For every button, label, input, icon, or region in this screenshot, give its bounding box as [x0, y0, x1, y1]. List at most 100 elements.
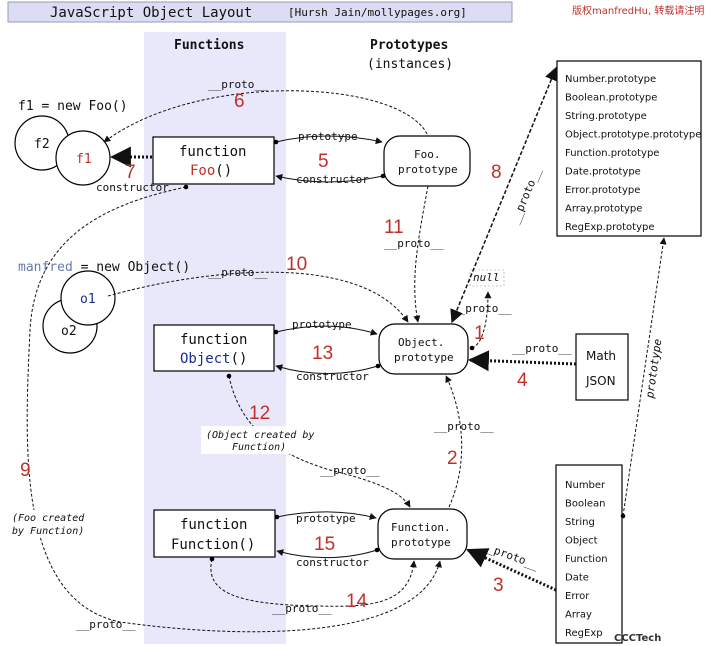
function-object-line1: function — [180, 332, 247, 348]
builtin-constructor-item: Boolean — [565, 499, 606, 510]
builtin-prototype-item: Function.prototype — [565, 148, 659, 159]
builtin-constructors-box — [555, 464, 623, 644]
arrow-fooproto-proto — [413, 185, 429, 323]
instance-o1 — [60, 270, 116, 326]
label-proto: __proto__ — [452, 302, 512, 315]
arrow-mathjson-proto — [467, 350, 577, 372]
step-number: 4 — [517, 370, 528, 391]
foo-prototype-box — [383, 135, 471, 187]
builtin-prototypes-box — [556, 60, 702, 237]
label-constructor: constructor — [296, 173, 369, 186]
object-prototype-line1: Object. — [398, 336, 444, 349]
arrow-foo-prototype — [275, 135, 383, 145]
step-number: 2 — [447, 448, 458, 469]
object-created-note-line2: Function) — [232, 442, 286, 453]
builtin-prototype-item: Boolean.prototype — [565, 93, 657, 104]
function-foo-box — [152, 136, 275, 185]
function-object-box — [153, 324, 275, 372]
builtin-constructor-item: Number — [565, 480, 606, 491]
function-foo-line2: Foo() — [190, 163, 232, 179]
step-number: 14 — [346, 591, 368, 612]
builtin-prototype-item: Date.prototype — [565, 167, 641, 178]
prototypes-heading: Prototypes — [370, 38, 448, 53]
label-proto: __proto__ — [272, 602, 332, 615]
function-prototype-box — [377, 508, 468, 560]
label-prototype: prototype — [292, 318, 352, 331]
dot — [273, 139, 279, 145]
step-number: 1 — [474, 323, 485, 344]
label-proto: __proto__ — [208, 78, 268, 91]
arrow-builtinctor-proto — [466, 548, 557, 592]
step-number: 9 — [20, 460, 31, 481]
builtin-constructor-item: Object — [565, 536, 598, 547]
builtin-prototype-item: Error.prototype — [565, 185, 640, 196]
step-number: 11 — [384, 217, 404, 238]
foo-prototype-line1: Foo. — [414, 148, 441, 161]
builtin-constructor-item: String — [565, 517, 595, 528]
object-instance-statement: manfred = new Object() — [18, 260, 190, 275]
builtin-prototype-item: RegExp.prototype — [565, 222, 655, 233]
arrow-object-prototype — [275, 325, 378, 336]
arrow-builtin-proto — [450, 66, 558, 324]
foo-created-note-bg — [8, 510, 92, 538]
step-number: 6 — [234, 91, 245, 112]
watermark-text: 版权manfredHu, 转载请注明 — [572, 4, 704, 17]
object-created-note-bg — [201, 426, 323, 454]
arrow-object-fn-proto — [228, 375, 411, 508]
foo-instance-statement: f1 = new Foo() — [18, 99, 128, 114]
diagram-credit: [Hursh Jain/mollypages.org] — [288, 6, 467, 19]
step-number: 10 — [286, 254, 307, 275]
title-bar — [7, 1, 513, 23]
step-number: 15 — [314, 534, 335, 555]
math-json-box — [575, 333, 629, 401]
instances-heading: (instances) — [367, 57, 453, 72]
instance-f1-label: f1 — [76, 152, 92, 167]
step-number: 5 — [318, 151, 329, 172]
dot — [209, 556, 215, 562]
builtin-constructor-item: Date — [565, 573, 589, 584]
label-prototype: prototype — [298, 130, 358, 143]
functions-heading: Functions — [174, 38, 244, 53]
site-logo: CCCTech — [614, 633, 661, 644]
instance-o1-label: o1 — [80, 292, 96, 307]
label-constructor: constructor — [296, 556, 369, 569]
label-proto: __proto__ — [512, 342, 572, 355]
function-foo-line1: function — [179, 144, 246, 160]
builtin-constructors-list: NumberBooleanStringObjectFunctionDateErr… — [565, 480, 608, 639]
label-proto: __proto__ — [208, 266, 268, 279]
foo-created-note-line2: by Function) — [12, 526, 84, 537]
step-number: 12 — [249, 403, 270, 424]
builtin-constructor-item: Function — [565, 554, 608, 565]
null-label: null — [473, 271, 500, 284]
builtin-prototype-item: Number.prototype — [565, 74, 656, 85]
arrow-builtinctor-prototype — [622, 237, 667, 517]
arrow-function-prototype — [276, 511, 377, 520]
label-proto: __proto__ — [76, 618, 136, 631]
dot — [375, 363, 381, 369]
function-function-line1: function — [180, 517, 247, 533]
dot — [274, 514, 280, 520]
label-prototype: prototype — [643, 338, 664, 400]
step-number: 13 — [312, 343, 333, 364]
label-constructor: constructor — [296, 370, 369, 383]
instance-f2-label: f2 — [34, 137, 50, 152]
function-function-box — [153, 509, 276, 558]
foo-created-note-line1: (Foo created — [12, 513, 85, 524]
builtin-prototype-item: Object.prototype.prototype — [565, 130, 701, 141]
object-created-note-line1: (Object created by — [206, 430, 314, 441]
builtin-constructor-item: RegExp — [565, 628, 603, 639]
math-label: Math — [586, 349, 616, 363]
arrow-foo-constructor — [275, 174, 384, 183]
label-proto: __proto__ — [434, 420, 494, 433]
instance-o2-label: o2 — [61, 324, 77, 339]
object-prototype-box — [378, 323, 469, 375]
f1-constructor-label: constructor — [96, 181, 169, 194]
builtin-prototype-item: Array.prototype — [565, 204, 642, 215]
arrow-o1-proto — [107, 271, 409, 323]
label-proto: __proto__ — [508, 165, 543, 225]
object-prototype-line2: prototype — [394, 351, 454, 364]
label-proto: __proto__ — [320, 464, 380, 477]
label-proto: __proto__ — [384, 237, 444, 250]
step-number: 7 — [125, 162, 136, 183]
dot — [620, 513, 626, 519]
